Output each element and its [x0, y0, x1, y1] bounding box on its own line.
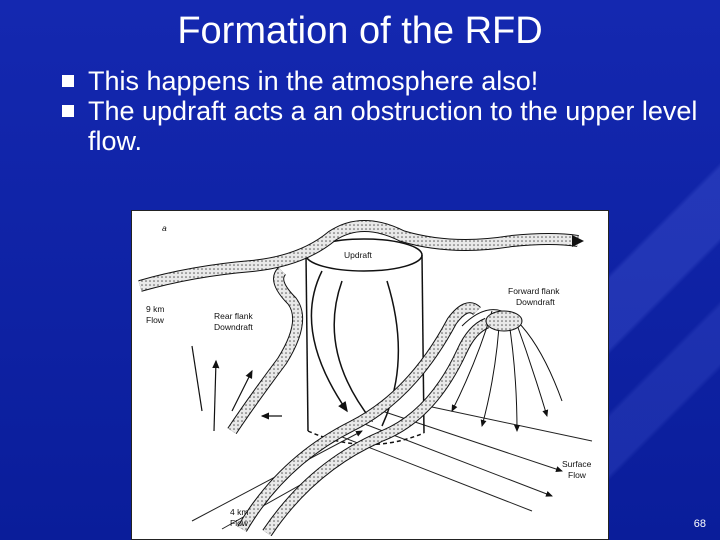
bullet-item: The updraft acts a an obstruction to the…: [62, 96, 702, 156]
flow-4km-label-2: Flow: [230, 518, 249, 528]
slide-title: Formation of the RFD: [177, 10, 543, 52]
bullet-text: The updraft acts a an obstruction to the…: [88, 96, 698, 156]
flow-4km-label: 4 km: [230, 507, 248, 517]
ffd-label-2: Downdraft: [516, 297, 555, 307]
flow-9km-label: 9 km: [146, 304, 164, 314]
rfd-label-2: Downdraft: [214, 322, 253, 332]
bullet-item: This happens in the atmosphere also!: [62, 66, 702, 96]
panel-letter: a: [162, 223, 167, 233]
surface-flow-label-2: Flow: [568, 470, 587, 480]
flow-9km-label-2: Flow: [146, 315, 165, 325]
bullet-list: This happens in the atmosphere also! The…: [62, 66, 702, 156]
slide-number: 68: [693, 518, 706, 530]
surface-flow-label: Surface: [562, 459, 592, 469]
square-bullet-icon: [62, 75, 74, 87]
rfd-label: Rear flank: [214, 311, 253, 321]
updraft-label: Updraft: [344, 250, 373, 260]
vector-arrows: [191, 345, 282, 432]
square-bullet-icon: [62, 105, 74, 117]
forward-flank-downdraft: [451, 309, 563, 432]
low-flow-ribbon-2: [262, 317, 490, 537]
supercell-diagram: a Updraft 9 km Flow Rear flank Downdraft…: [131, 210, 609, 540]
ffd-label: Forward flank: [508, 286, 560, 296]
bullet-text: This happens in the atmosphere also!: [88, 66, 539, 96]
